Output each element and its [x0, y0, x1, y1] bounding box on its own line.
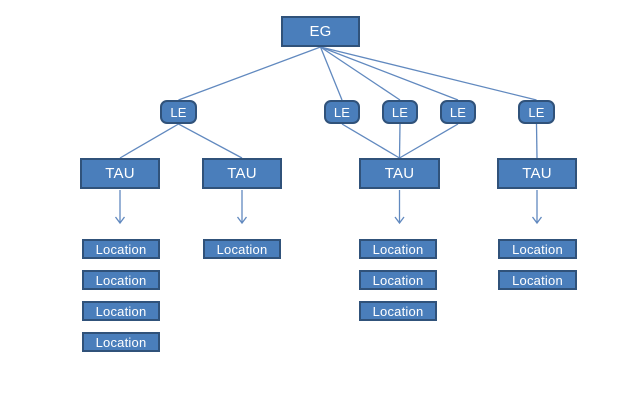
arrowhead-icon [236, 216, 248, 225]
edge-le1-tau1 [119, 123, 179, 159]
edge-eg-le1 [178, 46, 321, 101]
node-tau1: TAU [80, 158, 160, 189]
arrowhead-icon [114, 216, 126, 225]
node-loc1: Location [82, 239, 160, 259]
edge-eg-le3 [320, 46, 401, 101]
node-loc4: Location [82, 332, 160, 352]
node-loc9: Location [498, 239, 577, 259]
arrowhead-icon [531, 216, 543, 225]
node-loc3: Location [82, 301, 160, 321]
node-le2: LE [324, 100, 360, 124]
node-loc6: Location [359, 239, 437, 259]
node-le5: LE [518, 100, 555, 124]
arrowhead-icon [394, 216, 405, 225]
node-tau2: TAU [202, 158, 282, 189]
node-loc7: Location [359, 270, 437, 290]
edge-eg-le5 [320, 46, 537, 101]
edge-le3-tau3 [398, 123, 401, 159]
node-le1: LE [160, 100, 197, 124]
node-tau3: TAU [359, 158, 440, 189]
edge-le4-tau3 [399, 123, 459, 159]
node-loc2: Location [82, 270, 160, 290]
node-loc5: Location [203, 239, 281, 259]
node-tau4: TAU [497, 158, 577, 189]
edge-le1-tau2 [178, 123, 243, 159]
edge-eg-le2 [319, 46, 343, 101]
edge-le2-tau3 [341, 123, 400, 159]
node-le3: LE [382, 100, 418, 124]
edge-eg-le4 [320, 46, 459, 101]
node-loc8: Location [359, 301, 437, 321]
edge-le5-tau4 [535, 123, 538, 159]
node-eg: EG [281, 16, 360, 47]
node-loc10: Location [498, 270, 577, 290]
node-le4: LE [440, 100, 476, 124]
